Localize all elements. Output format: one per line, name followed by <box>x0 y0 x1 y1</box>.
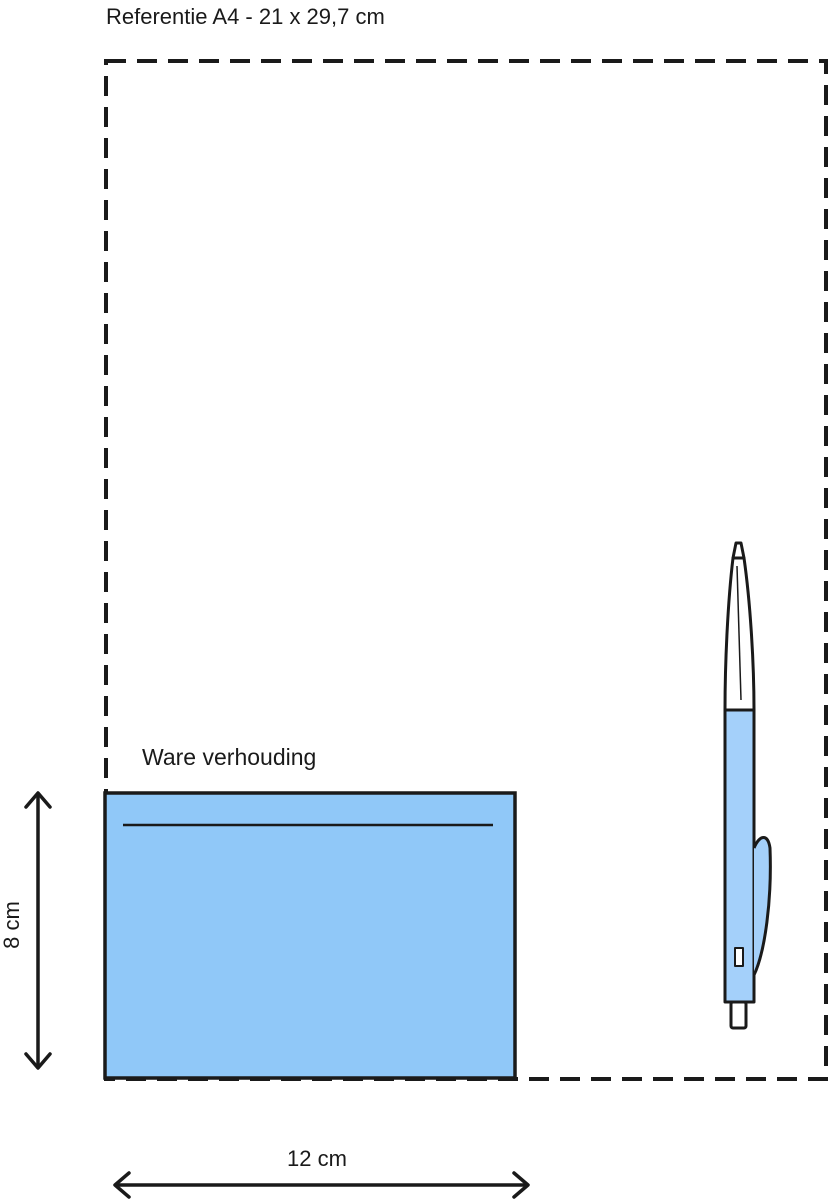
height-label: 8 cm <box>0 901 24 949</box>
width-label: 12 cm <box>287 1146 347 1171</box>
reference-title: Referentie A4 - 21 x 29,7 cm <box>106 4 385 29</box>
width-dimension-arrow <box>113 1171 530 1199</box>
a4-reference-outline <box>104 59 828 1081</box>
product-rectangle <box>103 791 517 1080</box>
pen-icon <box>723 541 772 1030</box>
height-dimension-arrow <box>24 791 52 1070</box>
true-proportion-label: Ware verhouding <box>142 744 317 770</box>
